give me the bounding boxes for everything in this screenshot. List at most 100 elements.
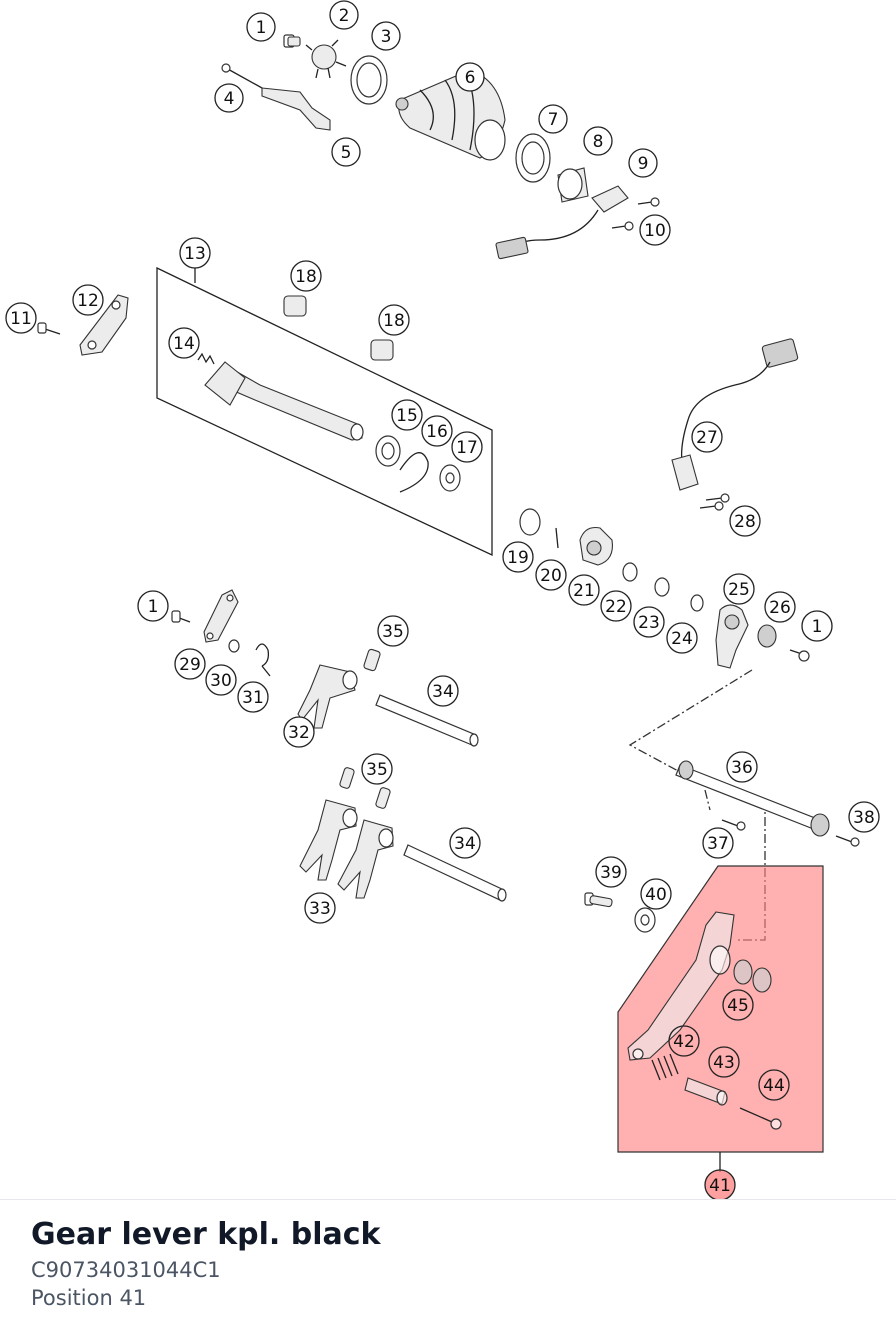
callout-34-upper[interactable]: 34	[427, 675, 459, 707]
svg-text:23: 23	[638, 613, 660, 633]
callout-24[interactable]: 24	[666, 622, 698, 654]
svg-text:39: 39	[600, 863, 622, 883]
callout-43[interactable]: 43	[708, 1046, 740, 1078]
part-star-plate-2	[305, 39, 347, 79]
footer-divider	[0, 1199, 896, 1200]
svg-text:18: 18	[383, 311, 405, 331]
callout-45[interactable]: 45	[722, 989, 754, 1021]
svg-text:30: 30	[210, 671, 232, 691]
callout-14[interactable]: 14	[168, 327, 200, 359]
part-ratchet-21	[579, 526, 613, 566]
callout-31[interactable]: 31	[237, 681, 269, 713]
callout-20[interactable]: 20	[535, 559, 567, 591]
callout-35-upper[interactable]: 35	[377, 615, 409, 647]
part-rod-36	[675, 760, 830, 837]
callout-3[interactable]: 3	[371, 21, 401, 51]
callout-1-left[interactable]: 1	[137, 590, 169, 622]
svg-text:28: 28	[734, 512, 756, 532]
part-bushings-18	[283, 295, 394, 361]
callout-13[interactable]: 13	[179, 237, 211, 269]
part-spring-42	[651, 1053, 679, 1081]
part-bolt-1-right	[789, 649, 810, 662]
callout-22[interactable]: 22	[600, 590, 632, 622]
svg-text:1: 1	[256, 18, 267, 38]
part-shift-drum-6	[395, 69, 506, 161]
callout-37[interactable]: 37	[702, 827, 734, 859]
callout-5[interactable]: 5	[331, 137, 361, 167]
part-bolt-11	[37, 322, 61, 335]
callout-28[interactable]: 28	[729, 505, 761, 537]
part-forks-33	[299, 799, 394, 899]
callout-15[interactable]: 15	[391, 399, 423, 431]
callout-42[interactable]: 42	[668, 1025, 700, 1057]
part-lever-25	[715, 604, 749, 669]
svg-text:35: 35	[366, 760, 388, 780]
svg-text:5: 5	[341, 143, 352, 163]
svg-text:44: 44	[763, 1076, 785, 1096]
callout-30[interactable]: 30	[205, 664, 237, 696]
part-washer-30	[228, 639, 240, 653]
callout-9[interactable]: 9	[628, 148, 658, 178]
part-shift-shaft	[204, 361, 364, 441]
callout-18b[interactable]: 18	[378, 304, 410, 336]
part-bracket-12	[79, 294, 129, 356]
callout-8[interactable]: 8	[583, 126, 613, 156]
callout-7[interactable]: 7	[538, 104, 568, 134]
callout-32[interactable]: 32	[283, 716, 315, 748]
callout-4[interactable]: 4	[214, 83, 244, 113]
svg-text:4: 4	[224, 89, 235, 109]
part-name: Gear lever kpl. black	[31, 1217, 381, 1252]
callout-11[interactable]: 11	[5, 302, 37, 334]
part-bolt-37	[721, 819, 746, 831]
part-bushing-43	[684, 1077, 728, 1106]
svg-text:21: 21	[573, 581, 595, 601]
callout-36[interactable]: 36	[726, 751, 758, 783]
callout-41[interactable]: 41	[704, 1169, 736, 1200]
callout-12[interactable]: 12	[72, 284, 104, 316]
callout-21[interactable]: 21	[568, 574, 600, 606]
svg-text:33: 33	[309, 899, 331, 919]
part-number: C90734031044C1	[31, 1258, 221, 1282]
callout-29[interactable]: 29	[174, 648, 206, 680]
callout-19[interactable]: 19	[502, 541, 534, 573]
callout-16[interactable]: 16	[421, 415, 453, 447]
part-gear-lever	[627, 911, 735, 1061]
callout-40[interactable]: 40	[640, 878, 672, 910]
callout-38[interactable]: 38	[848, 801, 880, 833]
callout-1[interactable]: 1	[246, 12, 276, 42]
svg-text:18: 18	[295, 267, 317, 287]
callout-26[interactable]: 26	[764, 591, 796, 623]
svg-text:15: 15	[396, 406, 418, 426]
part-bushings-45	[733, 959, 772, 993]
part-spring-clip-16	[399, 452, 429, 493]
part-info-panel: Gear lever kpl. black C90734031044C1 Pos…	[31, 1214, 381, 1312]
callout-23[interactable]: 23	[633, 606, 665, 638]
callout-10[interactable]: 10	[639, 214, 671, 246]
callout-35-lower[interactable]: 35	[361, 753, 393, 785]
callout-6[interactable]: 6	[455, 62, 485, 92]
svg-text:22: 22	[605, 597, 627, 617]
callout-17[interactable]: 17	[451, 431, 483, 463]
callout-2[interactable]: 2	[329, 0, 359, 30]
svg-text:3: 3	[381, 27, 392, 47]
part-bolt-38	[835, 835, 860, 847]
callout-18a[interactable]: 18	[290, 260, 322, 292]
svg-text:34: 34	[432, 682, 454, 702]
svg-text:20: 20	[540, 566, 562, 586]
svg-text:31: 31	[242, 688, 264, 708]
highlighted-assembly-41[interactable]	[617, 865, 824, 1172]
callout-1-right[interactable]: 1	[801, 610, 833, 642]
part-bearing-26	[757, 624, 777, 648]
callout-34-lower[interactable]: 34	[449, 827, 481, 859]
svg-text:7: 7	[548, 110, 559, 130]
svg-text:25: 25	[728, 580, 750, 600]
callout-44[interactable]: 44	[758, 1069, 790, 1101]
part-screws-10	[611, 197, 660, 231]
svg-text:45: 45	[727, 996, 749, 1016]
callout-33[interactable]: 33	[304, 892, 336, 924]
callout-39[interactable]: 39	[595, 856, 627, 888]
callout-27[interactable]: 27	[691, 421, 723, 453]
part-bolt-1-left	[171, 610, 191, 623]
callout-25[interactable]: 25	[723, 573, 755, 605]
part-clip-24	[690, 594, 704, 612]
